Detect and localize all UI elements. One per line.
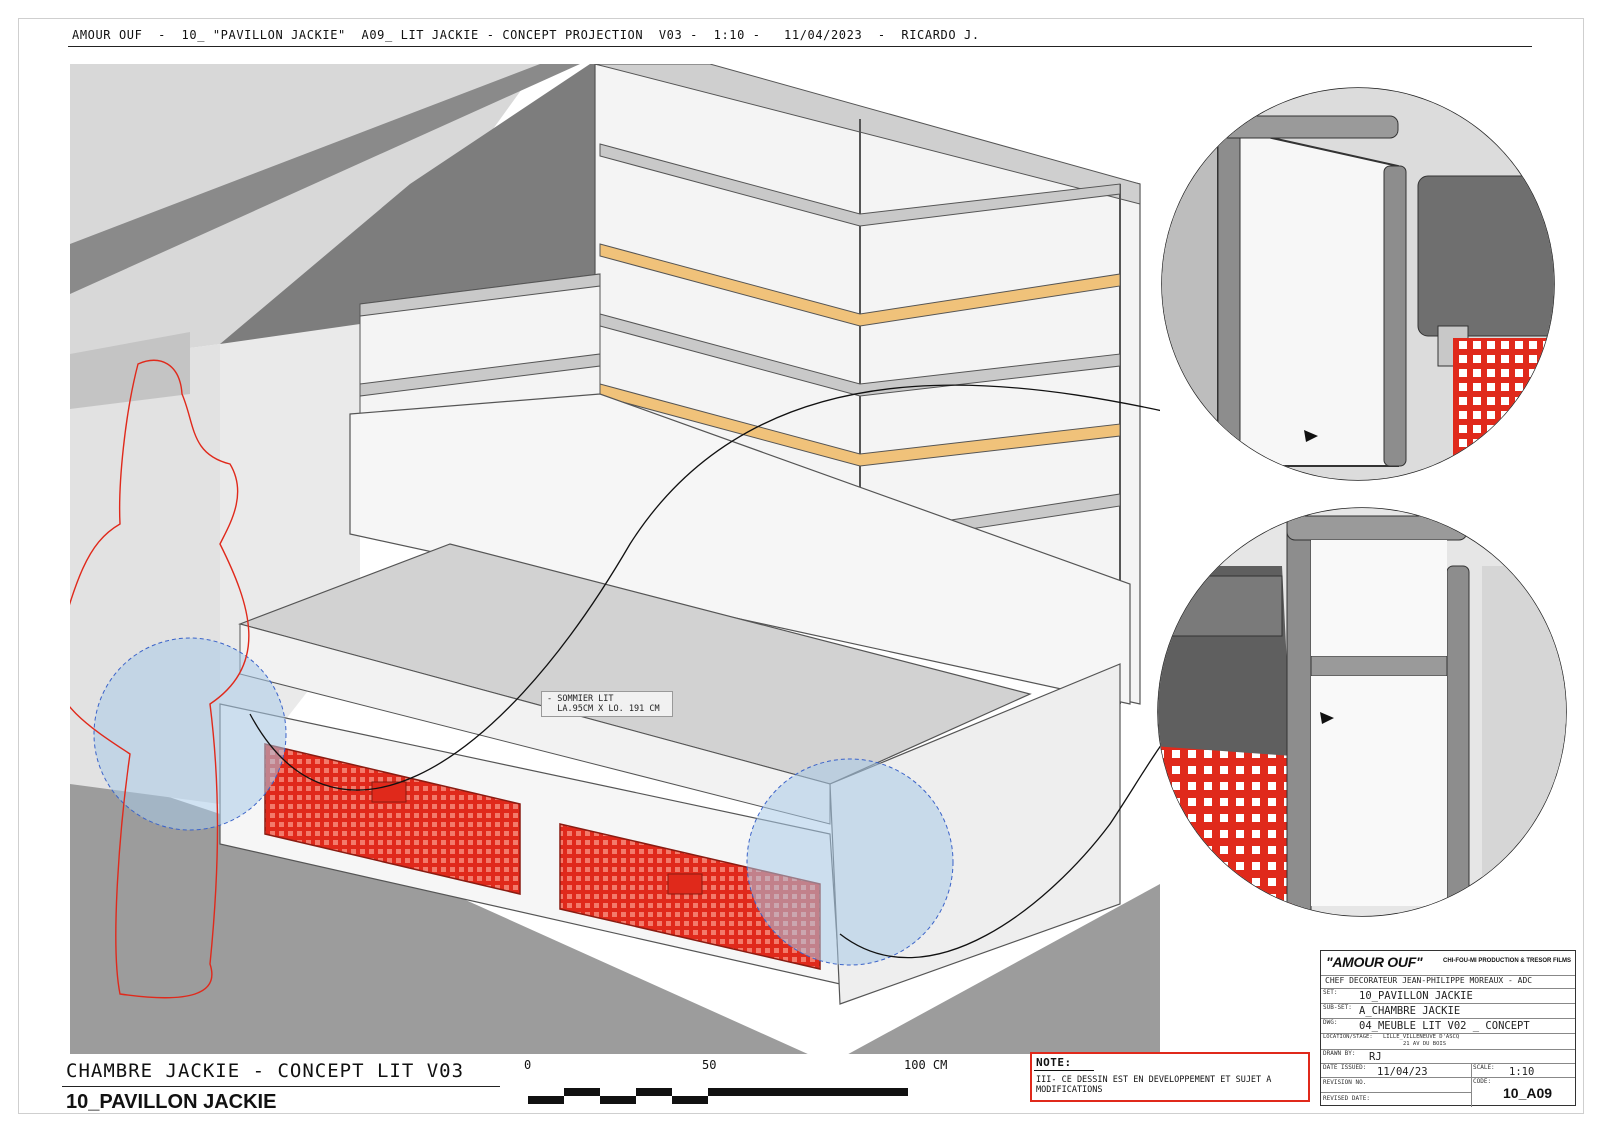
note-box: NOTE: III- CE DESSIN EST EN DEVELOPPEMEN… [1030, 1052, 1310, 1102]
tb-revision-cell: REVISION NO. [1321, 1077, 1471, 1093]
scale-label-100: 100 CM [904, 1058, 948, 1072]
tb-row-dwg: DWG: 04_MEUBLE LIT V02 _ CONCEPT [1321, 1018, 1575, 1034]
tb-drawn-caption: DRAWN BY: [1323, 1050, 1356, 1057]
tb-row-project: "AMOUR OUF" CHI-FOU-MI PRODUCTION & TRES… [1321, 951, 1575, 976]
tb-scale-cell: SCALE: 1:10 [1471, 1063, 1575, 1078]
note-title-rule [1034, 1070, 1094, 1071]
highlight-circle-right [746, 758, 954, 966]
title-block: "AMOUR OUF" CHI-FOU-MI PRODUCTION & TRES… [1320, 950, 1576, 1107]
tb-subset-value: A_CHAMBRE JACKIE [1359, 1005, 1461, 1017]
header-rule [68, 46, 1532, 47]
connector-arrow-top [249, 384, 1160, 791]
mattress-callout: - SOMMIER LIT LA.95CM X LO. 191 CM [541, 691, 673, 717]
window-sill [70, 332, 190, 409]
headboard [349, 393, 1131, 705]
tb-dwg-value: 04_MEUBLE LIT V02 _ CONCEPT [1359, 1020, 1530, 1032]
tb-revision-caption: REVISION NO. [1323, 1079, 1367, 1086]
basket-right [559, 823, 821, 970]
connector-arrow-bottom [839, 745, 1160, 959]
tb-scale-caption: SCALE: [1473, 1064, 1495, 1071]
tb-drawn-value: RJ [1369, 1051, 1382, 1063]
detail-view-top [1148, 86, 1568, 486]
basket-handle-left [371, 781, 407, 803]
scale-label-0: 0 [524, 1058, 532, 1072]
scale-label-50: 50 [702, 1058, 717, 1072]
tb-subset-caption: SUB-SET: [1323, 1004, 1352, 1011]
tb-row-drawn: DRAWN BY: RJ [1321, 1049, 1575, 1064]
sheet-header: AMOUR OUF - 10_ "PAVILLON JACKIE" A09_ L… [72, 28, 980, 42]
drawing-title: CHAMBRE JACKIE - CONCEPT LIT V03 [66, 1060, 465, 1082]
tb-date-value: 11/04/23 [1377, 1066, 1428, 1078]
tb-location-caption: LOCATION/STAGE: [1323, 1034, 1373, 1040]
bed-isometric-view [70, 64, 1160, 1054]
tb-production: CHI-FOU-MI PRODUCTION & TRESOR FILMS [1443, 958, 1571, 964]
detail-top-svg [1161, 87, 1555, 481]
tb-row-set: SET: 10_PAVILLON JACKIE [1321, 988, 1575, 1004]
note-text: III- CE DESSIN EST EN DEVELOPPEMENT ET S… [1036, 1075, 1272, 1095]
ceiling-beam [70, 64, 580, 294]
main-drawing [70, 64, 1160, 1054]
tb-code-cell: CODE: 10_A09 [1471, 1077, 1575, 1107]
tb-row-chef: CHEF DECORATEUR JEAN-PHILIPPE MOREAUX - … [1321, 975, 1575, 989]
scale-bar: 0 50 100 CM [522, 1058, 962, 1114]
highlight-circle-left [93, 637, 287, 831]
basket-handle-right [667, 873, 703, 895]
sloped-ceiling [70, 64, 540, 364]
drawing-subtitle: 10_PAVILLON JACKIE [66, 1091, 277, 1113]
tb-location-value-1: LILLE_VILLENEUVE D'ASCQ [1383, 1034, 1460, 1040]
tb-location-value-2: 21 AV DU BOIS [1403, 1041, 1447, 1047]
detail-view-bottom [1152, 506, 1572, 918]
tb-revised-cell: REVISED DATE: [1321, 1091, 1471, 1107]
detail-bottom-svg [1157, 507, 1567, 917]
title-rule [62, 1086, 500, 1087]
tb-divider [1471, 1063, 1472, 1107]
tb-code-caption: CODE: [1473, 1078, 1492, 1085]
tb-set-value: 10_PAVILLON JACKIE [1359, 990, 1473, 1002]
tb-row-date: DATE ISSUED: 11/04/23 [1321, 1063, 1575, 1078]
tb-row-subset: SUB-SET: A_CHAMBRE JACKIE [1321, 1003, 1575, 1019]
tb-revised-caption: REVISED DATE: [1323, 1095, 1370, 1102]
sheet-border [18, 18, 1584, 1114]
tb-row-location: LOCATION/STAGE: LILLE_VILLENEUVE D'ASCQ … [1321, 1033, 1575, 1050]
tb-chef: CHEF DECORATEUR JEAN-PHILIPPE MOREAUX - … [1325, 976, 1533, 985]
scale-bar-graphic [528, 1088, 908, 1104]
tb-project: "AMOUR OUF" [1326, 954, 1423, 970]
tb-code-value: 10_A09 [1503, 1085, 1553, 1101]
note-title: NOTE: [1036, 1056, 1072, 1069]
basket-left [264, 743, 521, 895]
tb-dwg-caption: DWG: [1323, 1019, 1338, 1026]
tb-set-caption: SET: [1323, 989, 1338, 996]
floor [70, 764, 1160, 1054]
tb-date-caption: DATE ISSUED: [1323, 1064, 1367, 1071]
person-silhouette [70, 359, 250, 999]
tb-scale-value: 1:10 [1509, 1066, 1535, 1078]
